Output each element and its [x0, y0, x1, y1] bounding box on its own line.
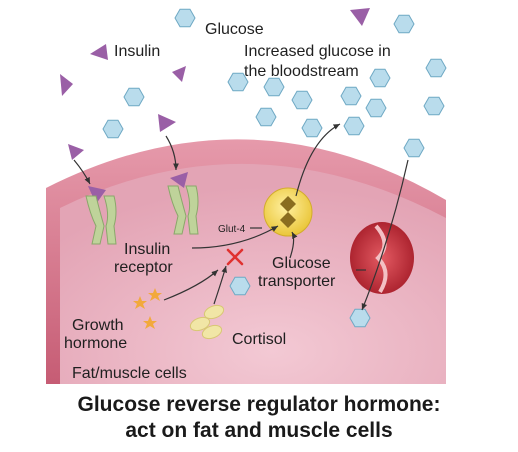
insulin-receptor-right — [167, 185, 199, 235]
glucose-transporter-label-line1: Glucose — [272, 255, 331, 272]
insulin-molecules — [60, 8, 370, 204]
cortisol-molecule — [201, 324, 223, 340]
glucose-molecule — [423, 96, 445, 116]
glucose-molecule — [229, 276, 251, 296]
insulin-arrow-left — [73, 159, 91, 185]
cell-body — [60, 163, 446, 384]
growth-hormone-arrow — [163, 269, 219, 301]
glucose-molecule — [123, 87, 145, 107]
insulin-receptor-label-line1: Insulin — [124, 241, 170, 258]
glucose-molecule — [301, 118, 323, 138]
caption: Glucose reverse regulator hormone: act o… — [0, 392, 518, 444]
increased-glucose-label-line2: the bloodstream — [244, 63, 359, 80]
cells-label: Fat/muscle cells — [72, 365, 187, 382]
glucose-molecule — [393, 14, 415, 34]
insulin-arrow-right — [165, 135, 179, 171]
glucose-transporter-label-line2: transporter — [258, 273, 336, 290]
glucose-molecule — [102, 119, 124, 139]
caption-line-2: act on fat and muscle cells — [125, 419, 393, 442]
cortisol-molecule — [189, 316, 211, 332]
glucose-molecule — [227, 72, 249, 92]
glucose-molecule — [425, 58, 447, 78]
insulin-molecule — [172, 66, 186, 82]
transporter-arrow — [289, 231, 298, 259]
blood-glucose-arrow — [361, 159, 409, 311]
glucose-molecule — [365, 98, 387, 118]
glut4-label: Glut-4 — [218, 224, 246, 235]
insulin-molecule — [88, 186, 106, 204]
insulin-label: Insulin — [114, 43, 160, 60]
glucose-uptake-arrow — [295, 123, 341, 197]
insulin-molecule — [158, 114, 176, 132]
glut4-transporter — [263, 187, 313, 237]
growth-hormone-molecule — [133, 296, 147, 309]
growth-hormone-label-line2: hormone — [64, 335, 127, 352]
glucose-molecule — [291, 90, 313, 110]
glucose-molecule — [349, 308, 371, 328]
receptor-signal-arrow — [191, 225, 279, 249]
caption-line-1: Glucose reverse regulator hormone: — [77, 393, 441, 416]
insulin-molecule — [90, 44, 108, 60]
glucose-molecule — [263, 77, 285, 97]
insulin-molecule — [60, 74, 73, 96]
insulin-receptor-label-line2: receptor — [114, 259, 173, 276]
glucose-molecule — [369, 68, 391, 88]
insulin-molecule — [68, 144, 84, 160]
glucose-molecule — [340, 86, 362, 106]
arrows — [73, 123, 409, 311]
glucose-legend-molecule — [174, 8, 196, 28]
growth-hormone-molecule — [148, 288, 162, 301]
growth-hormone-label-line1: Growth — [72, 317, 124, 334]
glucose-molecule — [255, 107, 277, 127]
cortisol-arrow — [213, 265, 227, 305]
insulin-receptor-left — [85, 195, 117, 245]
insulin-molecule — [350, 8, 370, 26]
glucose-molecules — [102, 8, 447, 328]
glucose-molecule — [403, 138, 425, 158]
inhibition-mark — [226, 248, 244, 266]
glucose-label: Glucose — [205, 21, 264, 38]
growth-hormone-molecules — [133, 288, 162, 329]
diagram: Glucose Insulin Increased glucose in the… — [46, 8, 447, 384]
glucose-molecule — [343, 116, 365, 136]
cortisol-molecules — [189, 304, 225, 340]
increased-glucose-label-line1: Increased glucose in — [244, 43, 391, 60]
red-blood-cell — [350, 222, 414, 294]
insulin-molecule — [170, 172, 188, 188]
cortisol-label: Cortisol — [232, 331, 286, 348]
growth-hormone-molecule — [143, 316, 157, 329]
cortisol-molecule — [203, 304, 225, 320]
